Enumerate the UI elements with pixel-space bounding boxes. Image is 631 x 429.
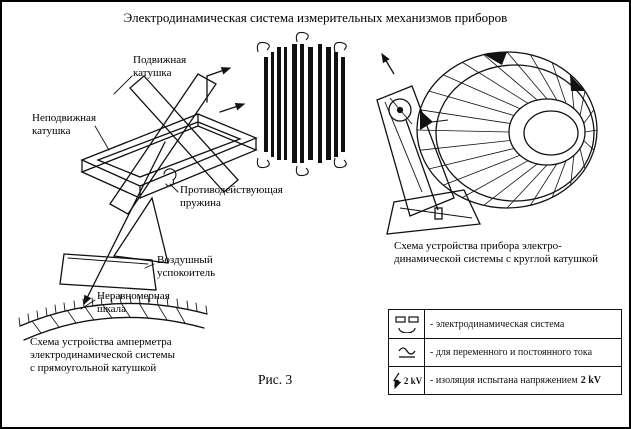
- legend-row-ac-dc: - для переменного и постоянного тока: [389, 338, 621, 366]
- label-air-damper: Воздушный успокоитель: [157, 254, 216, 279]
- label-fixed-coil: Неподвижная катушка: [32, 112, 97, 137]
- lightning-icon: [392, 372, 402, 389]
- label-nonuniform-scale: Неравномерная шкала: [97, 290, 170, 315]
- figure-number: Рис. 3: [258, 372, 293, 387]
- insulation-test-voltage: 2 kV: [403, 375, 423, 386]
- label-moving-coil: Подвижная катушка: [133, 54, 187, 79]
- legend-label-ac-dc: - для переменного и постоянного тока: [430, 347, 593, 358]
- legend-table: - электродинамическая система - для пере…: [388, 309, 622, 395]
- legend-row-electrodynamic: - электродинамическая система: [389, 310, 621, 338]
- ac-dc-symbol: [389, 339, 425, 366]
- insulation-test-symbol: 2 kV: [389, 367, 425, 394]
- legend-label-insulation-text: - изоляция испытана напряжением: [430, 375, 578, 386]
- round-coil-instrument-drawing: [376, 51, 598, 235]
- page-title: Электродинамическая система измерительны…: [123, 10, 508, 25]
- left-diagram-caption: Схема устройства амперметра электродинам…: [30, 336, 176, 374]
- label-counteracting-spring: Противодействующая пружина: [180, 184, 283, 209]
- right-diagram-caption: Схема устройства прибора электро- динами…: [394, 240, 599, 265]
- ac-dc-icon: [397, 346, 416, 358]
- coil-windings-drawing: [256, 31, 347, 177]
- rectangular-coil-ammeter-drawing: [18, 67, 258, 341]
- legend-label-electrodynamic: - электродинамическая система: [430, 318, 565, 330]
- legend-label-insulation-voltage: 2 kV: [580, 375, 602, 386]
- electrodynamic-system-symbol: [389, 310, 425, 338]
- electrodynamic-system-icon: [394, 316, 419, 333]
